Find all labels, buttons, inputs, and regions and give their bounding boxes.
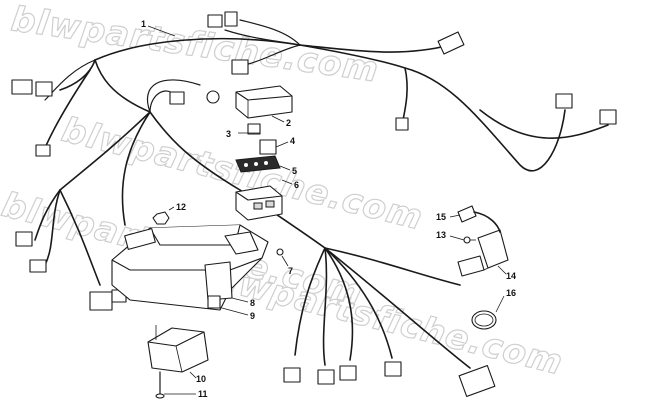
callout-2: 2 xyxy=(286,118,291,128)
connector-left-lower xyxy=(15,231,47,273)
connector-mid-cluster xyxy=(169,59,249,105)
connector-bottom-cluster xyxy=(283,361,496,398)
nut-12 xyxy=(152,211,170,225)
connector-left-small xyxy=(35,144,51,157)
main-wire-harness xyxy=(34,19,609,369)
relay-large xyxy=(259,139,277,155)
leader-lines xyxy=(147,25,507,395)
callout-16: 16 xyxy=(506,288,516,298)
ignition-coil xyxy=(457,229,509,277)
connector-drop-center xyxy=(395,117,409,131)
callout-12: 12 xyxy=(176,202,186,212)
control-module xyxy=(147,325,209,373)
connector-right-upper xyxy=(555,93,573,109)
mounting-bracket xyxy=(111,224,269,311)
fuse-block-base xyxy=(235,185,283,221)
callout-8: 8 xyxy=(250,298,255,308)
spark-plug-cap xyxy=(457,205,501,233)
callout-4: 4 xyxy=(290,136,295,146)
callout-labels: 1 2 3 4 5 6 7 8 9 10 11 12 13 14 15 16 xyxy=(141,19,516,399)
callout-11: 11 xyxy=(198,389,208,399)
fuse-strip xyxy=(235,155,281,173)
callout-13: 13 xyxy=(436,230,446,240)
callout-10: 10 xyxy=(196,374,206,384)
relay-small xyxy=(247,123,261,135)
screw-13 xyxy=(463,236,476,244)
connector-right-far xyxy=(599,109,617,125)
callout-5: 5 xyxy=(292,166,297,176)
connector-bottom-left xyxy=(89,289,127,311)
callout-7: 7 xyxy=(288,266,293,276)
fuse-box-cover xyxy=(235,85,293,119)
bolt-11 xyxy=(155,371,165,399)
hose-clamp xyxy=(471,310,497,330)
callout-14: 14 xyxy=(506,271,516,281)
screw-7 xyxy=(276,248,284,256)
watermark: blwpartsfiche.com xyxy=(9,0,382,90)
callout-1: 1 xyxy=(141,19,146,29)
callout-9: 9 xyxy=(250,311,255,321)
callout-15: 15 xyxy=(436,212,446,222)
callout-3: 3 xyxy=(226,129,231,139)
connector-top-center xyxy=(207,11,238,28)
connector-top-right xyxy=(437,31,465,55)
connector-left-upper xyxy=(11,79,53,97)
callout-6: 6 xyxy=(294,180,299,190)
